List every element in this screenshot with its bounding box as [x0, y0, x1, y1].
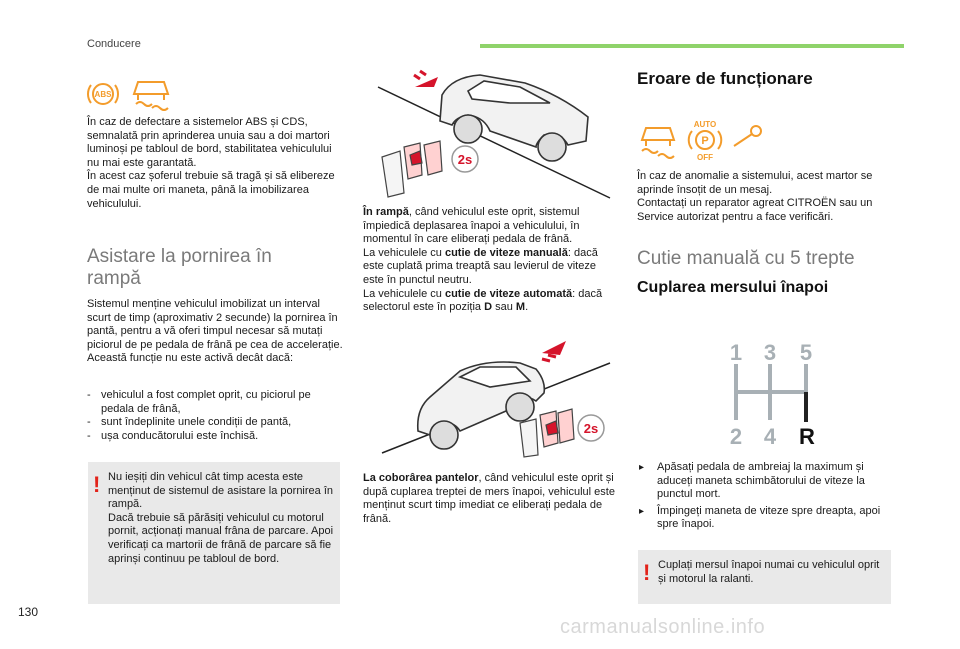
uphill-text-3: : dacă este cuplată prima treaptă sau le… [363, 246, 598, 286]
pedals-illustration [381, 140, 443, 198]
auto-park-off-icon: AUTO P OFF [687, 120, 723, 162]
warning-icon: ! [93, 472, 101, 497]
svg-text:5: 5 [800, 340, 812, 365]
watermark: carmanualsonline.info [560, 616, 766, 638]
downhill-lead: La coborârea pantelor [363, 472, 479, 484]
backward-arrow-icon [415, 77, 438, 87]
hill-start-warning-text: Nu ieșiți din vehicul cât timp acesta es… [108, 471, 334, 565]
hill-start-text: Sistemul menține vehiculul imobilizat un… [87, 298, 343, 365]
section-label: Conducere [87, 38, 141, 50]
pedals-illustration [519, 408, 575, 458]
uphill-illustration: 2s [360, 55, 615, 200]
svg-text:2s: 2s [458, 152, 472, 167]
gear-pattern-diagram: 1 3 5 2 4 R [726, 338, 822, 449]
svg-text:AUTO: AUTO [694, 120, 717, 129]
svg-text:R: R [799, 424, 815, 448]
svg-text:P: P [701, 135, 708, 147]
svg-text:1: 1 [730, 340, 742, 365]
svg-text:2: 2 [730, 424, 742, 448]
warning-icon: ! [643, 560, 651, 585]
error-text: În caz de anomalie a sistemului, acest m… [637, 170, 873, 223]
list-item: Împingeți maneta de viteze spre dreapta,… [637, 505, 895, 532]
auto-gearbox-label: cutie de viteze automată [444, 287, 573, 300]
svg-text:OFF: OFF [697, 153, 713, 162]
downhill-body: , când vehiculul este oprit și după cupl… [363, 472, 615, 525]
list-item: vehiculul a fost complet oprit, cu picio… [87, 389, 345, 416]
reverse-title: Cuplarea mersului înapoi [637, 279, 829, 296]
esp-icon [640, 127, 676, 159]
uphill-text-4: La vehiculele cu [363, 287, 445, 300]
downhill-illustration: 2s [360, 335, 615, 463]
car-uphill-illustration [439, 74, 589, 162]
forward-arrow-icon [542, 341, 566, 355]
uphill-lead: În rampă [363, 206, 409, 218]
uphill-text: În rampă, când vehiculul este oprit, sis… [363, 206, 617, 315]
list-item: ușa conducătorului este închisă. [87, 430, 345, 444]
uphill-text-2: La vehiculele cu [363, 246, 445, 259]
gear-d-label: D [484, 301, 493, 314]
car-downhill-illustration [416, 361, 546, 450]
list-item: Apăsați pedala de ambreiaj la maximum și… [637, 461, 895, 502]
hill-start-warning-box: ! Nu ieșiți din vehicul cât timp acesta … [88, 462, 340, 604]
list-item: sunt îndeplinite unele condiții de pantă… [87, 416, 345, 430]
error-warning-icons: AUTO P OFF [636, 118, 766, 162]
timer-icon [451, 145, 479, 173]
timer-icon [577, 414, 605, 442]
hill-start-title: Asistare la pornirea în rampă [87, 246, 272, 289]
uphill-text-1: , când vehiculul este oprit, sistemul îm… [363, 206, 580, 246]
reverse-warning-box: ! Cuplați mersul înapoi numai cu vehicul… [638, 550, 891, 604]
gear-m-label: M [515, 301, 526, 314]
or-word: sau [492, 301, 516, 314]
conditions-list: vehiculul a fost complet oprit, cu picio… [87, 389, 345, 443]
svg-text:2s: 2s [584, 421, 598, 436]
reverse-warning-text: Cuplați mersul înapoi numai cu vehiculul… [658, 559, 880, 585]
abs-warning-icons: ABS [86, 76, 176, 112]
svg-text:ABS: ABS [95, 90, 113, 99]
abs-icon: ABS [87, 81, 170, 111]
esp-icon [132, 81, 170, 111]
manual-gearbox-label: cutie de viteze manuală [444, 246, 568, 259]
reverse-steps-list: Apăsați pedala de ambreiaj la maximum și… [637, 461, 895, 535]
uphill-text-5: : dacă selectorul este în poziția [363, 287, 603, 314]
period: . [525, 301, 529, 314]
svg-text:3: 3 [764, 340, 776, 365]
error-title: Eroare de funcționare [637, 69, 813, 88]
header-accent-line [480, 44, 904, 48]
downhill-text: La coborârea pantelor, când vehiculul es… [363, 472, 617, 526]
wrench-icon [733, 125, 762, 147]
abs-failure-text: În caz de defectare a sistemelor ABS și … [87, 116, 335, 210]
gearbox-title: Cutie manuală cu 5 trepte [637, 248, 855, 269]
svg-text:4: 4 [764, 424, 777, 448]
page-number: 130 [18, 605, 39, 619]
